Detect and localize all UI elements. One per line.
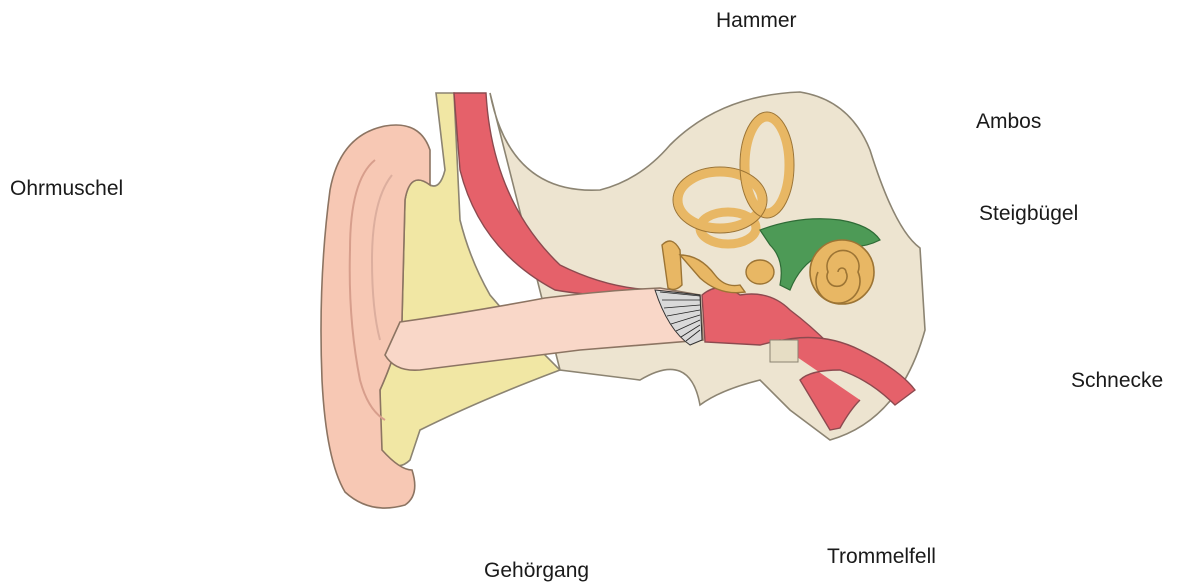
label-steigbuegel: Steigbügel [979,203,1078,224]
cochlea [810,240,874,304]
label-gehoergang: Gehörgang [484,560,589,581]
label-schnecke: Schnecke [1071,370,1163,391]
tube-joint [770,340,798,362]
label-hammer: Hammer [716,10,797,31]
label-trommelfell: Trommelfell [827,546,936,567]
label-ambos: Ambos [976,111,1041,132]
label-ohrmuschel: Ohrmuschel [10,178,123,199]
